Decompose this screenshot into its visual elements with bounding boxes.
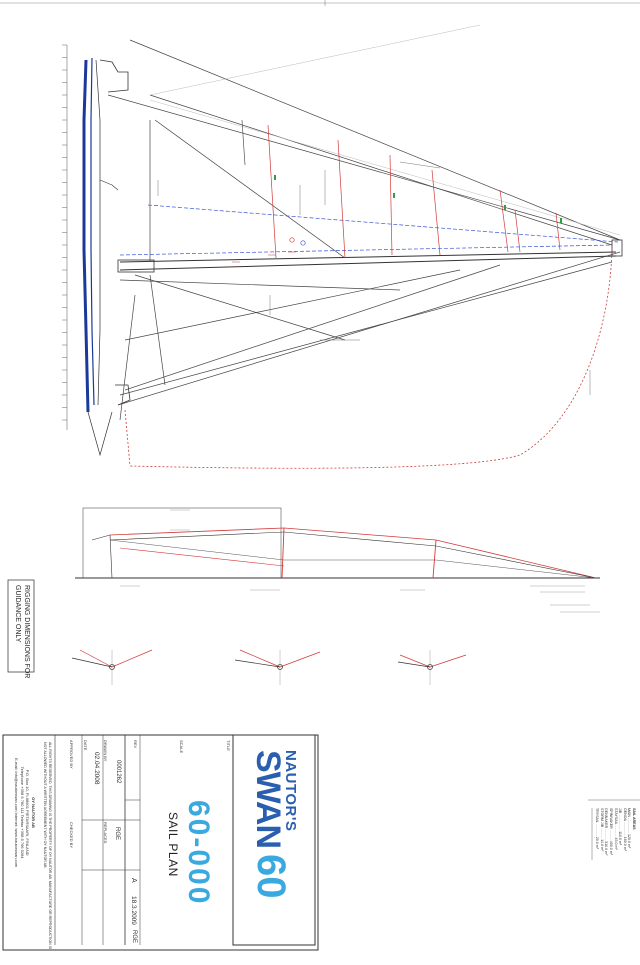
dimension-marks — [157, 161, 591, 395]
field-rev-label: REV — [133, 740, 138, 749]
field-checked-label: CHECKED BY — [69, 822, 74, 849]
spreader-detail-3 — [397, 650, 467, 685]
sail-area-row: TRYSAIL ............ 20.0 m² — [595, 808, 600, 849]
brand-model-number: 60 — [249, 854, 293, 899]
drawing-number: 60-000 — [182, 800, 215, 906]
title-block-frame — [2, 734, 319, 951]
field-replaces-label: REPLACES — [103, 822, 108, 844]
sail-area-table: SAIL AREAS MAIN ............... 120.0 m²… — [595, 808, 636, 855]
sail-area-row: MAIN ............... 120.0 m² — [627, 808, 632, 849]
spinnaker-outline — [124, 247, 613, 469]
company-address: P.O. Box 10, FI-68601 PIETARSAARI, FINLA… — [25, 769, 31, 856]
sail-area-row: SPINNAKER .......... 400.0 m² — [609, 808, 614, 855]
halyard-lines — [149, 24, 621, 236]
spreader-details — [71, 649, 467, 685]
field-drawn-label: DRAWN BY — [103, 740, 108, 762]
guidance-line-2: GUIDANCE ONLY — [14, 585, 21, 643]
telltale-marks — [274, 175, 562, 223]
rigging-lines — [107, 39, 621, 421]
mainsail-battens — [241, 119, 561, 259]
copyright-line-1: ALL RIGHTS RESERVED. THIS DRAWING IS THE… — [48, 742, 52, 950]
sail-area-row: STORM JIB .......... 14.0 m² — [599, 808, 604, 852]
guidance-line-1: RIGGING DIMENSIONS FOR — [23, 585, 30, 679]
sail-area-row: GENOA .............. 160.0 m² — [622, 808, 627, 851]
sail-area-row: GENNAKER ........... 310.0 m² — [604, 808, 609, 856]
revision-letter: A — [130, 878, 137, 883]
company-block: OY NAUTOR AB P.O. Box 10, FI-68601 PIETA… — [14, 758, 37, 868]
guidance-note-box — [7, 579, 35, 673]
field-date-label: DATE — [83, 740, 88, 751]
mast — [117, 239, 623, 273]
headsail-outline — [119, 204, 619, 256]
guidance-note: RIGGING DIMENSIONS FOR GUIDANCE ONLY — [13, 585, 31, 678]
revision-date: 18.3.2009 — [130, 896, 137, 925]
company-phone: Telephone +358 6 760 111 Telefax +358 6 … — [20, 766, 25, 859]
deck-plan-view — [75, 507, 600, 613]
sail-area-row: STAYSAIL ........... 45.0 m² — [613, 808, 618, 850]
spreader-detail-1 — [71, 649, 153, 685]
company-name: OY NAUTOR AB — [31, 797, 36, 828]
drawing-title: SAIL PLAN — [166, 812, 180, 877]
hull-profile — [82, 57, 131, 457]
copyright-notice: ALL RIGHTS RESERVED. THIS DRAWING IS THE… — [42, 742, 52, 949]
ruler-ticks — [62, 44, 67, 421]
drawing-date: 02.04.2008 — [93, 752, 100, 785]
company-email: E-mail: info@nautorswan.com Internet: ww… — [14, 758, 20, 868]
brand-model-word: SWAN — [249, 750, 287, 848]
spreader-detail-2 — [234, 649, 321, 685]
sail-area-heading: SAIL AREAS — [632, 808, 636, 830]
sail-area-table-frame — [588, 799, 640, 860]
brand-logo: NAUTOR'S SWAN 60 — [249, 750, 299, 899]
field-scale-label: SCALE — [179, 740, 184, 754]
sail-plan-view — [62, 24, 623, 469]
drawn-by: RGE — [114, 827, 120, 841]
revision-initials: RGE — [131, 930, 137, 944]
field-title-label: TITLE — [226, 740, 231, 751]
field-approved-label: APPROVED BY — [69, 740, 74, 769]
sheet-number: 0001262 — [115, 760, 121, 784]
